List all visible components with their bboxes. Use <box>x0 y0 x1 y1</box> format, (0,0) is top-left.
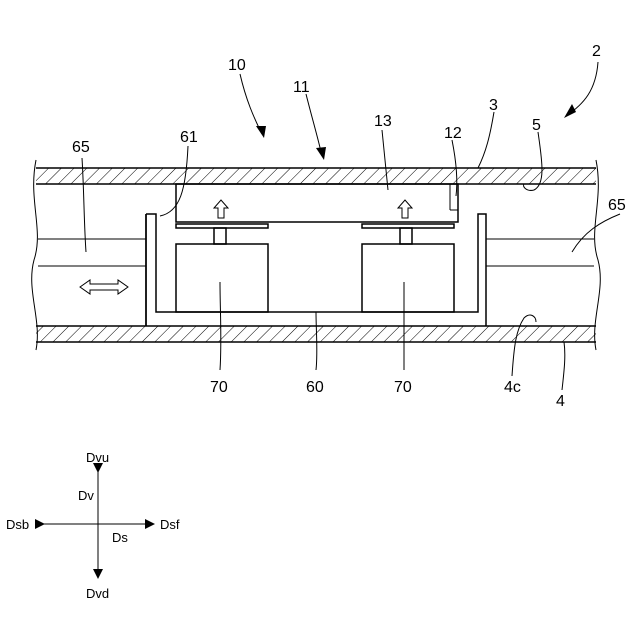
break-line-right <box>595 160 601 350</box>
double-arrow <box>80 280 128 294</box>
up-arrow-left <box>214 200 228 218</box>
arrow-11 <box>306 94 322 156</box>
arrow-10-head <box>256 126 266 138</box>
up-arrow-right <box>398 200 412 218</box>
axis-label-dsb: Dsb <box>6 517 29 532</box>
label-4c: 4c <box>504 379 521 396</box>
label-4: 4 <box>556 393 565 410</box>
leader-4c <box>512 315 536 376</box>
label-10: 10 <box>228 57 246 74</box>
direction-axes: Dvu Dvd Dsb Dsf Dv Ds <box>6 450 180 601</box>
label-70-right: 70 <box>394 379 412 396</box>
arrow-10 <box>240 74 262 134</box>
rail-left <box>38 239 146 266</box>
axis-label-dvu: Dvu <box>86 450 109 465</box>
label-70-left: 70 <box>210 379 228 396</box>
label-65-right: 65 <box>608 197 626 214</box>
actuator-left <box>176 224 268 312</box>
axis-label-dvd: Dvd <box>86 586 109 601</box>
label-65-left: 65 <box>72 139 90 156</box>
label-11: 11 <box>293 79 310 96</box>
leader-4 <box>562 342 565 390</box>
slider-frame <box>146 214 486 326</box>
axis-label-dv: Dv <box>78 488 94 503</box>
label-60: 60 <box>306 379 324 396</box>
label-12: 12 <box>444 125 462 142</box>
arrow-2-head <box>564 104 576 118</box>
label-13: 13 <box>374 113 392 130</box>
label-5: 5 <box>532 117 541 134</box>
actuator-right <box>362 224 454 312</box>
axis-label-dsf: Dsf <box>160 517 180 532</box>
label-2: 2 <box>592 43 601 60</box>
label-3: 3 <box>489 97 498 114</box>
break-line-left <box>32 160 38 350</box>
arrow-11-head <box>316 147 326 160</box>
leader-3 <box>478 112 494 168</box>
label-61: 61 <box>180 129 198 146</box>
top-wall <box>36 168 596 184</box>
axis-label-ds: Ds <box>112 530 128 545</box>
